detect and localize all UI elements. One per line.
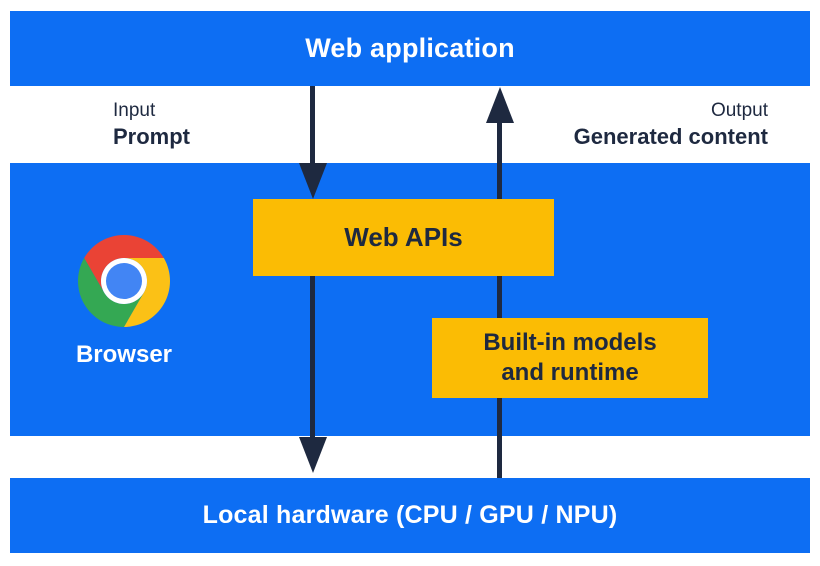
builtin-models-label-line1: Built-in models — [483, 329, 657, 356]
browser-label: Browser — [75, 341, 173, 368]
local-hardware-bar: Local hardware (CPU / GPU / NPU) — [10, 478, 810, 553]
generated-content-arrow-head — [486, 87, 514, 123]
output-value: Generated content — [573, 124, 768, 149]
prompt-arrow-head-top — [299, 163, 327, 199]
web-application-bar: Web application — [10, 11, 810, 86]
prompt-arrow-line-top — [310, 86, 315, 170]
prompt-arrow-line-bottom — [310, 276, 315, 442]
prompt-arrow-head-bottom — [299, 437, 327, 473]
input-value: Prompt — [113, 124, 190, 149]
chrome-browser-icon — [78, 235, 170, 327]
generated-content-arrow-line — [497, 117, 502, 478]
input-label-group: Input Prompt — [113, 99, 190, 150]
output-label-group: Output Generated content — [574, 99, 768, 150]
input-title: Input — [113, 100, 156, 121]
web-application-label: Web application — [305, 33, 515, 63]
output-title: Output — [710, 100, 768, 121]
local-hardware-label: Local hardware (CPU / GPU / NPU) — [202, 501, 618, 529]
builtin-models-label-line2: and runtime — [501, 359, 639, 386]
web-apis-label: Web APIs — [344, 222, 463, 252]
builtin-models-box: Built-in models and runtime — [432, 318, 708, 398]
web-apis-box: Web APIs — [253, 199, 554, 276]
